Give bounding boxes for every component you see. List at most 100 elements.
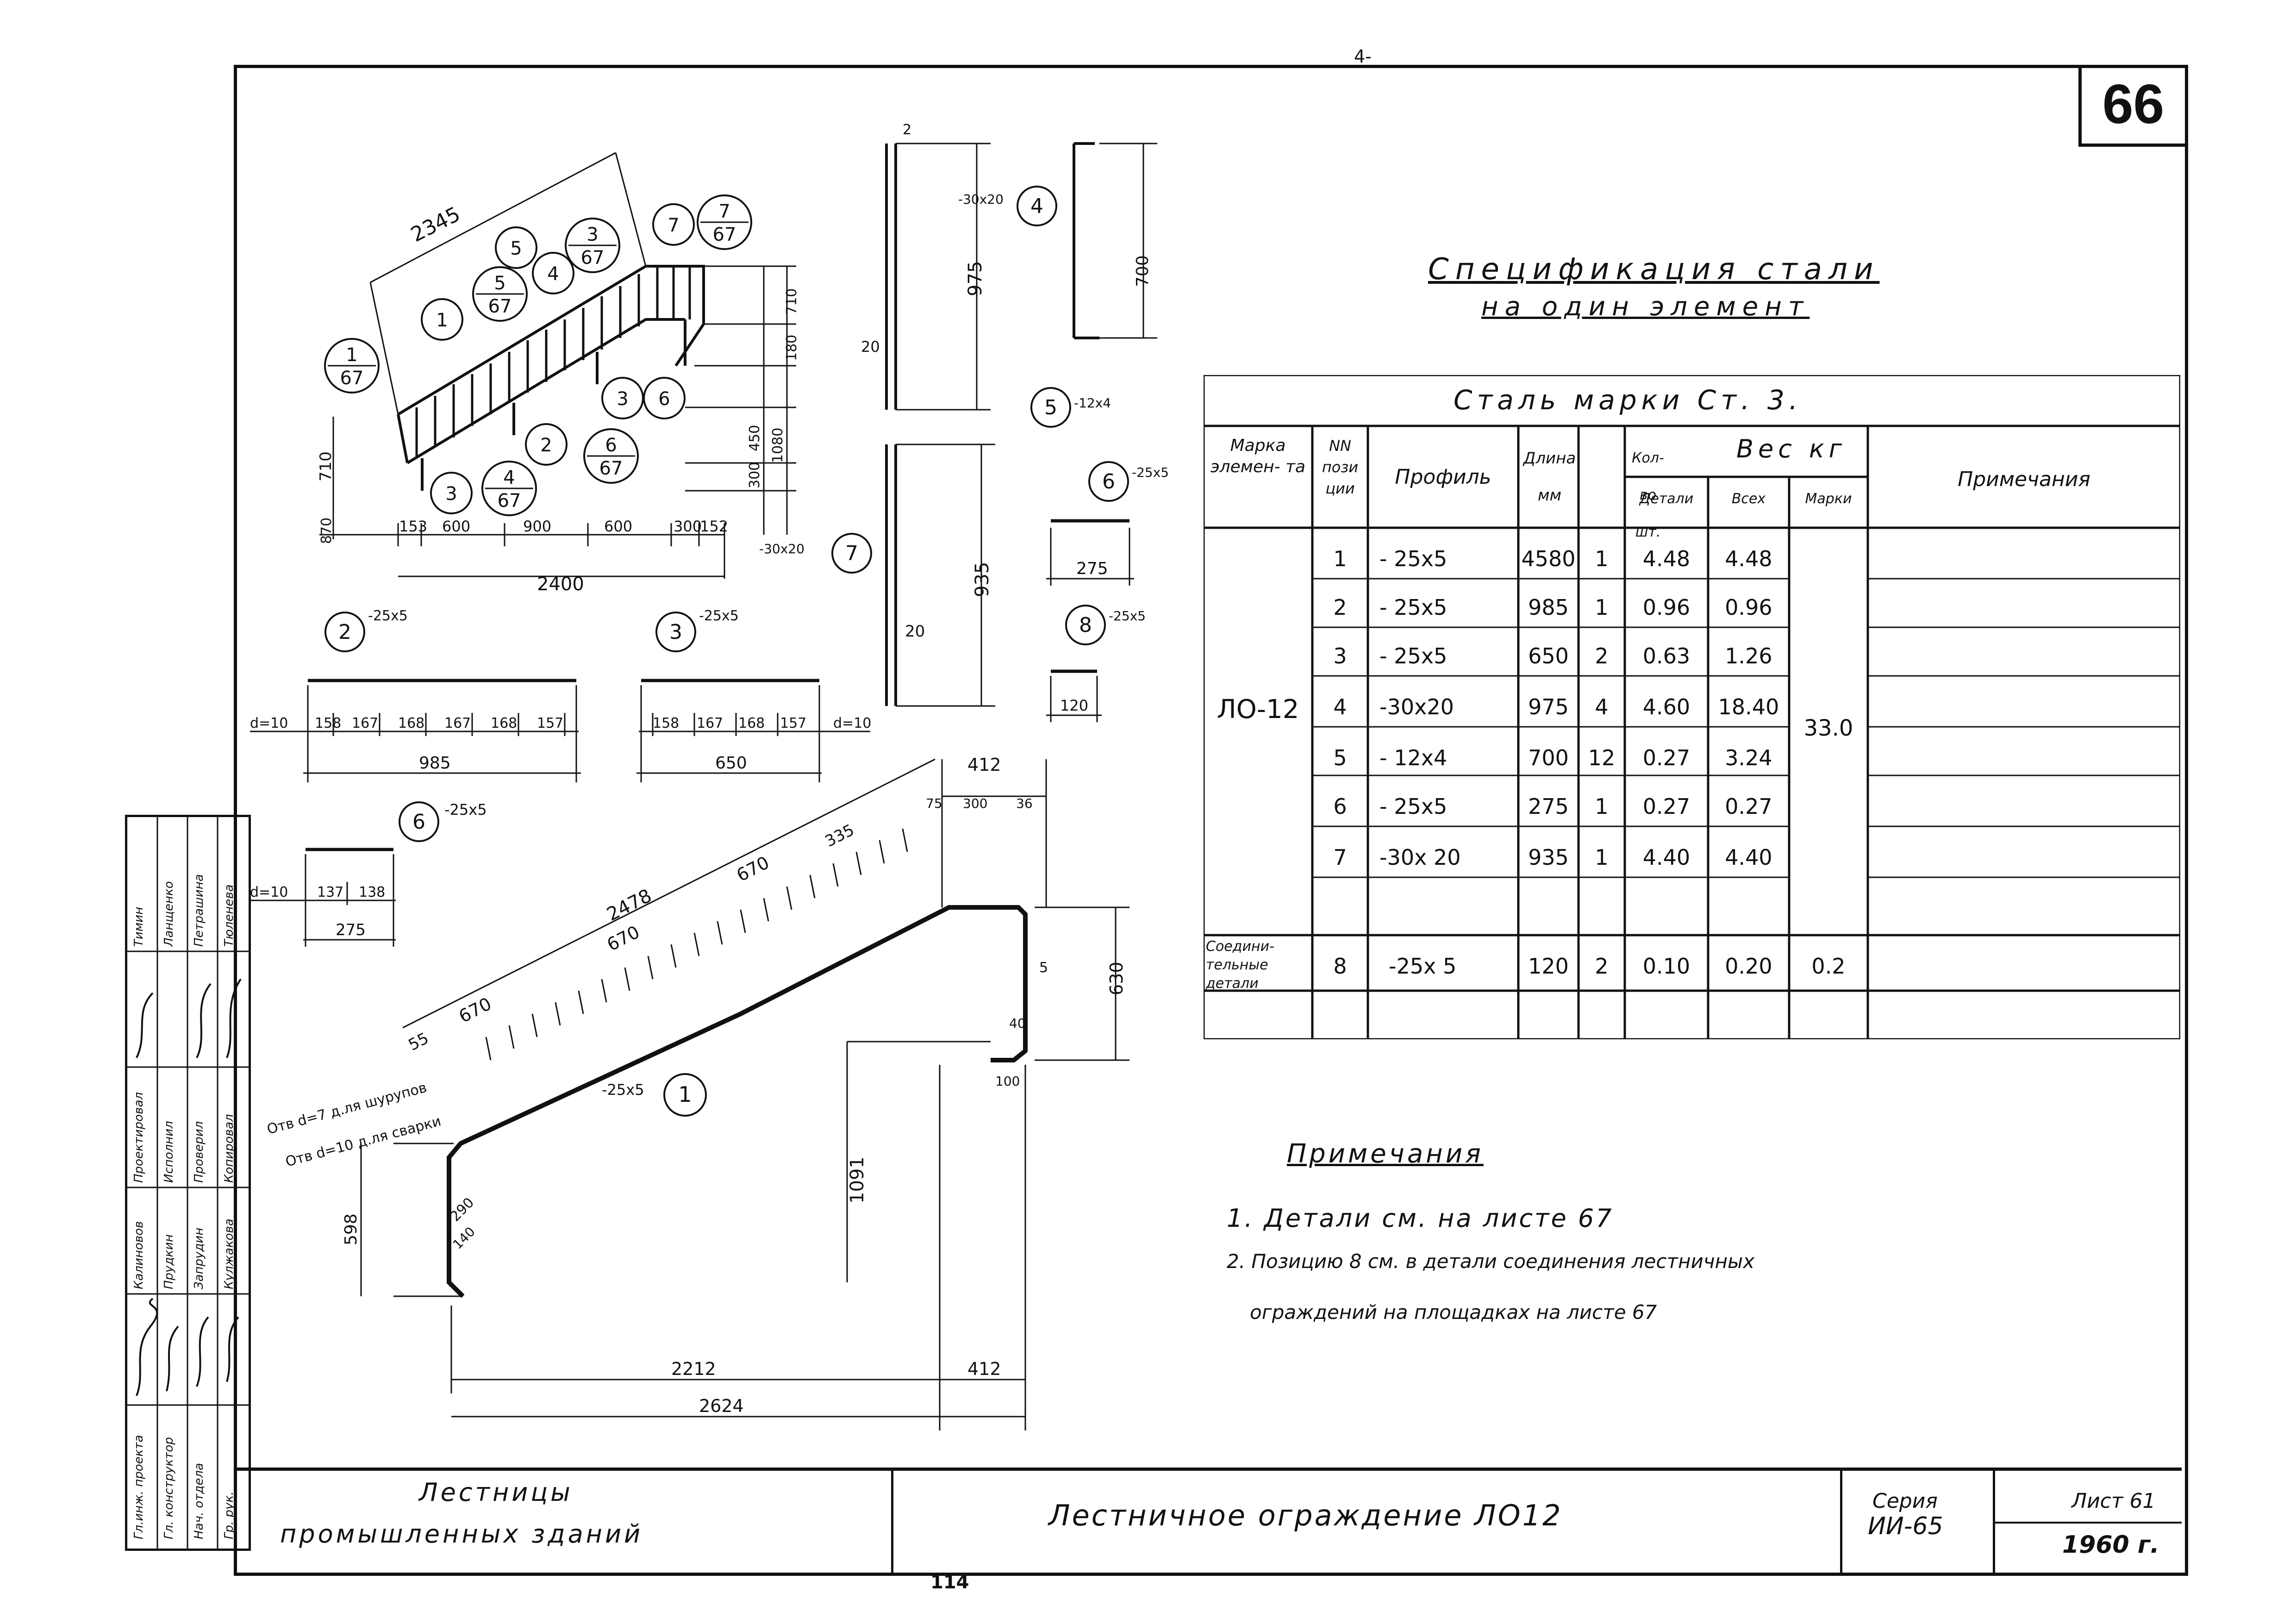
- row-profile: - 25x5: [1379, 595, 1447, 620]
- part-4-post: [885, 144, 897, 410]
- part-2-dim: 168: [491, 715, 517, 731]
- part-1-40: 40: [1009, 1016, 1026, 1031]
- callout-6: 6: [658, 388, 670, 410]
- bottom-dim: 900: [523, 518, 551, 535]
- row-qty: 2: [1595, 643, 1609, 668]
- callout-1-67-bottom: 67: [340, 368, 364, 389]
- callout-7: 7: [668, 215, 679, 236]
- notes-title: Примечания: [1287, 1139, 1484, 1169]
- row-w-all: 18.40: [1718, 694, 1779, 719]
- tb-center-title: Лестничное ограждение ЛО12: [1048, 1499, 1563, 1532]
- header-w-all: Всех: [1731, 491, 1766, 507]
- row-w-all: 4.40: [1725, 845, 1772, 870]
- header-mark: Марка элемен- та: [1210, 436, 1306, 476]
- part-2-dim: 168: [398, 715, 424, 731]
- row-length: 700: [1528, 745, 1569, 770]
- part-5-profile: -12x4: [1074, 395, 1111, 411]
- row-profile: - 25x5: [1379, 643, 1447, 668]
- spec-row: 2 - 25x5 985 1 0.96 0.96: [1204, 576, 1789, 627]
- part-1-670b: 670: [604, 922, 643, 955]
- row-profile: - 25x5: [1379, 794, 1447, 819]
- row-w-detail: 4.60: [1642, 694, 1691, 719]
- tb-divider-4: [1995, 1522, 2182, 1524]
- signature-stamp: Гл.инж. проекта Гл. конструктор Нач. отд…: [125, 815, 251, 1551]
- callout-4: 4: [547, 263, 559, 285]
- callout-5-67-bottom: 67: [488, 296, 512, 317]
- row-w-detail: 0.63: [1642, 643, 1691, 668]
- bottom-dim: 300: [674, 518, 702, 535]
- row-pos: 1: [1333, 546, 1347, 571]
- part-1-300: 300: [963, 796, 987, 811]
- element-total: 33.0: [1803, 715, 1853, 741]
- row-w-detail: 4.48: [1642, 546, 1691, 571]
- part-7-post: [885, 444, 897, 706]
- callout-6-67-top: 6: [605, 435, 617, 456]
- row-pos: 5: [1333, 745, 1347, 770]
- part-1-profile: -25x5: [602, 1081, 644, 1099]
- row-w-detail: 0.27: [1642, 794, 1691, 819]
- element-mark: ЛО-12: [1217, 694, 1299, 725]
- callout-1-67-top: 1: [346, 344, 357, 366]
- row-profile: -30x 20: [1379, 845, 1461, 870]
- spec-row: 3 - 25x5 650 2 0.63 1.26: [1204, 625, 1789, 676]
- tb-divider-1: [891, 1471, 893, 1573]
- callout-3-bottom: 3: [445, 483, 457, 505]
- tb-left-line2: промышленных зданий: [280, 1519, 643, 1549]
- part-2-profile: -25x5: [368, 608, 408, 624]
- part-1-2212: 2212: [671, 1359, 716, 1379]
- row-pos: 7: [1333, 845, 1347, 870]
- part-1-development: [360, 758, 1129, 1430]
- part-1-5: 5: [1039, 960, 1048, 976]
- part-6b-callout: 6: [412, 810, 425, 834]
- spec-table: Сталь марки Ст. 3. Марка элемен- та NN п…: [1204, 375, 2180, 1039]
- part-1-100: 100: [995, 1074, 1020, 1089]
- callout-7-67-bottom: 67: [713, 224, 736, 245]
- right-dim: 300: [747, 462, 763, 488]
- header-w-detail: Детали: [1639, 491, 1694, 507]
- part-1-335: 335: [822, 821, 857, 851]
- right-dim: 710: [784, 288, 800, 315]
- callout-4-67-top: 4: [503, 467, 515, 488]
- part-7-callout: 7: [845, 542, 858, 565]
- callout-6-67-bottom: 67: [599, 458, 623, 479]
- note-1: 1. Детали см. на листе 67: [1227, 1204, 1614, 1233]
- part-5-bracket: [1073, 142, 1099, 339]
- steel-grade: Сталь марки Ст. 3.: [1454, 384, 1803, 416]
- part-1-630: 630: [1106, 962, 1127, 995]
- row-length: 975: [1528, 694, 1569, 719]
- dim-870: 870: [318, 518, 335, 544]
- tb-divider-2: [1840, 1471, 1842, 1573]
- row-qty: 1: [1595, 595, 1609, 620]
- part-3-dim: 157: [780, 715, 806, 731]
- part-6-profile: -25x5: [1132, 465, 1169, 480]
- sheet-number-box: 66: [2078, 65, 2185, 147]
- row-pos: 8: [1333, 954, 1347, 979]
- dim-2400: 2400: [537, 574, 584, 595]
- bottom-dim: 600: [604, 518, 632, 535]
- part-4-profile: -30x20: [958, 192, 1004, 207]
- row-w-detail: 0.27: [1642, 745, 1691, 770]
- header-notes: Примечания: [1958, 468, 2090, 491]
- part-4-20: 20: [861, 338, 880, 356]
- part-3-d: d=10: [833, 715, 871, 731]
- row-qty: 4: [1595, 694, 1609, 719]
- part-2-dim: 158: [315, 715, 341, 731]
- part-1-598: 598: [342, 1213, 361, 1245]
- part-4-2: 2: [903, 122, 911, 138]
- row-w-all: 4.48: [1725, 546, 1772, 571]
- row-w-detail: 0.96: [1642, 595, 1691, 620]
- bottom-dim: 153: [399, 518, 427, 535]
- part-3-callout: 3: [669, 620, 682, 644]
- part-1-2624: 2624: [699, 1396, 744, 1416]
- part-8-callout: 8: [1079, 613, 1092, 637]
- spec-row: 6 - 25x5 275 1 0.27 0.27: [1204, 775, 1789, 826]
- part-6b-profile: -25x5: [444, 801, 487, 818]
- top-mark: 4-: [1354, 46, 1372, 67]
- spec-table-grid: [1204, 375, 2180, 1039]
- part-2-dim: 157: [537, 715, 563, 731]
- part-1-140: 140: [450, 1224, 478, 1252]
- header-pos: NN пози ции: [1322, 437, 1359, 497]
- bottom-dim: 600: [442, 518, 470, 535]
- part-6-callout: 6: [1102, 470, 1115, 493]
